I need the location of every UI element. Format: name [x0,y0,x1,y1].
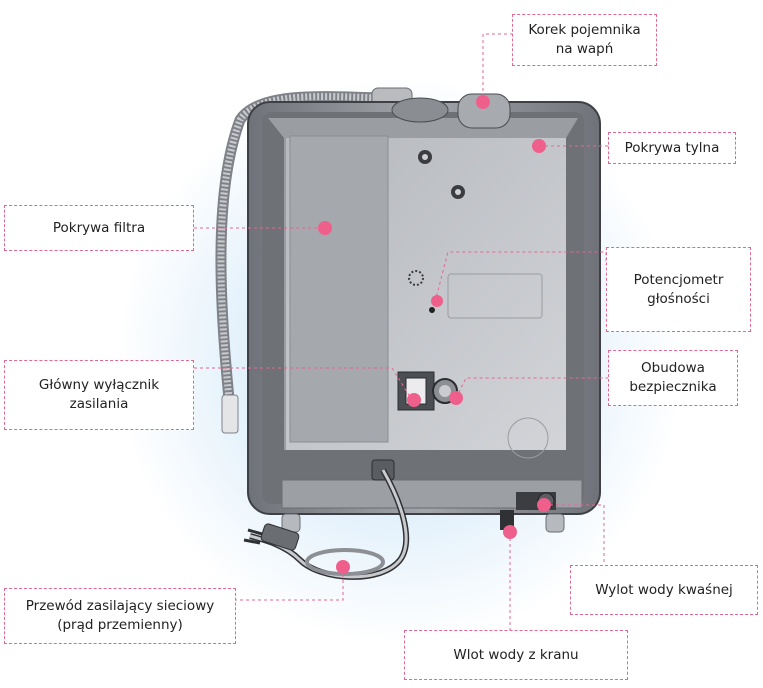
label-pokrywa-filtra: Pokrywa filtra [4,205,194,251]
label-przewod: Przewód zasilający sieciowy (prąd przemi… [4,588,236,644]
label-wylacznik: Główny wyłącznik zasilania [4,360,194,430]
label-plate [447,273,543,319]
label-wylot: Wylot wody kwaśnej [570,565,758,615]
top-inlet [391,97,449,123]
label-potencjometr-text: Potencjometr głośności [633,271,724,307]
label-pokrywa-tylna: Pokrywa tylna [608,132,736,164]
marker-potencjometr [431,295,443,307]
marker-pokrywa-filtra [318,221,332,235]
label-wlot: Wlot wody z kranu [404,630,628,680]
label-wylacznik-text: Główny wyłącznik zasilania [38,377,160,412]
plug [260,523,300,551]
label-potencjometr: Potencjometr głośności [606,247,751,332]
label-bezpiecznik: Obudowa bezpiecznika [608,350,738,406]
hose-tip [221,394,239,434]
foot-right [545,513,565,533]
round-cover [507,417,549,459]
marker-wlot [503,525,517,539]
label-bezpiecznik-text: Obudowa bezpiecznika [629,360,717,395]
markers [318,95,551,574]
label-korek: Korek pojemnika na wapń [512,14,657,66]
label-korek-text: Korek pojemnika na wapń [528,22,641,57]
filter-cover-panel [289,135,389,443]
label-pokrywa-filtra-text: Pokrywa filtra [52,219,146,236]
volume-knob [429,307,435,313]
marker-pokrywa-tylna [532,139,546,153]
label-pokrywa-tylna-text: Pokrywa tylna [624,139,720,156]
calcium-cap [457,93,511,129]
label-wlot-text: Wlot wody z kranu [453,646,579,663]
marker-wylacznik [407,393,421,407]
label-przewod-text: Przewód zasilający sieciowy (prąd przemi… [25,598,215,633]
marker-przewod [336,560,350,574]
water-inlet-pipe [500,510,514,530]
speaker-grille [408,270,424,286]
label-wylot-text: Wylot wody kwaśnej [595,581,733,598]
marker-bezpiecznik [449,391,463,405]
marker-wylot [537,498,551,512]
marker-korek [476,95,490,109]
cord-coil [305,548,385,576]
